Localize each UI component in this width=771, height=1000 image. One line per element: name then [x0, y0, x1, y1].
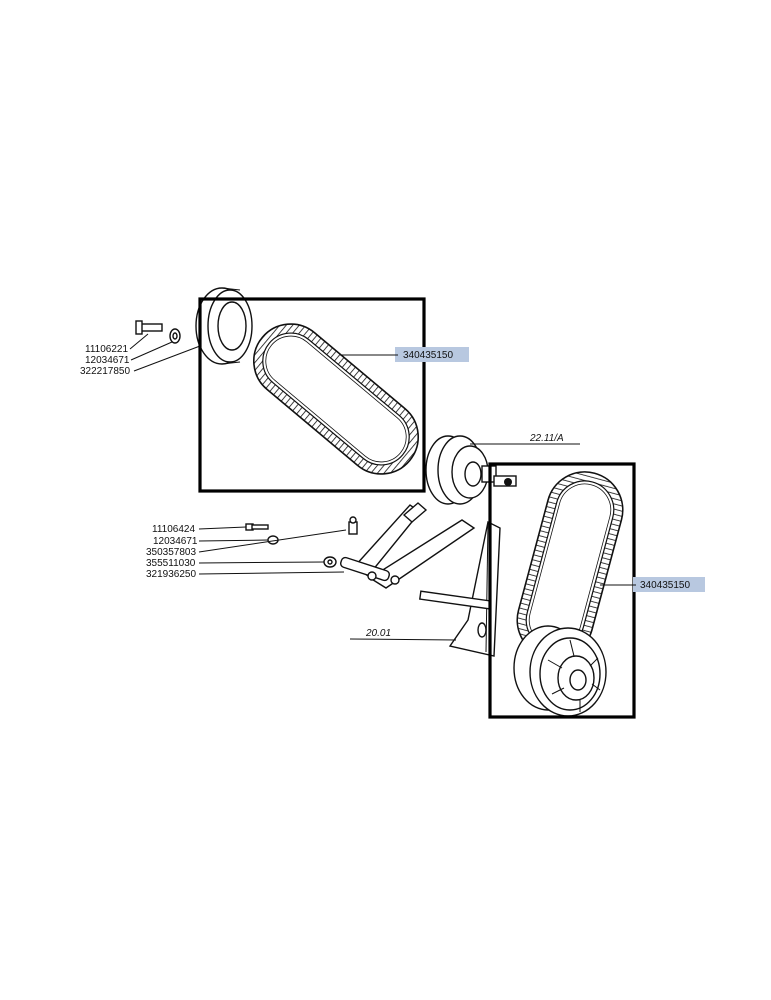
label-left-bolt: 11106221 [85, 344, 128, 355]
label-mid-bolt: 11106424 [152, 524, 195, 535]
grease-nipple [348, 516, 358, 535]
label-left-pulley: 322217850 [80, 366, 130, 377]
frame-bracket [418, 520, 501, 657]
label-frame-ref: 20.01 [365, 628, 391, 639]
tensioner-arm [340, 502, 476, 589]
left-washer [169, 328, 181, 344]
tensioner-pulley [425, 435, 517, 505]
top-timing-belt [253, 323, 419, 475]
bottom-timing-belt [516, 471, 624, 659]
highlight-label-bottom [633, 577, 705, 592]
spacer-washer [323, 556, 337, 568]
label-mid-part-3: 321936250 [146, 569, 196, 580]
highlight-label-top [395, 347, 469, 362]
bottom-sprocket [513, 625, 607, 717]
label-belt-top: 340435150 [403, 350, 453, 361]
highlight-box-top [198, 297, 426, 493]
label-tensioner-ref: 22.11/A [529, 433, 564, 444]
label-mid-part-1: 350357803 [146, 547, 196, 558]
mid-bolt [245, 523, 269, 531]
label-belt-bottom: 340435150 [640, 580, 690, 591]
label-mid-part-2: 355511030 [146, 558, 196, 569]
label-left-washer: 12034671 [85, 355, 130, 366]
left-bolt [135, 320, 163, 335]
label-mid-washer: 12034671 [153, 536, 198, 547]
left-pulley [195, 287, 253, 365]
